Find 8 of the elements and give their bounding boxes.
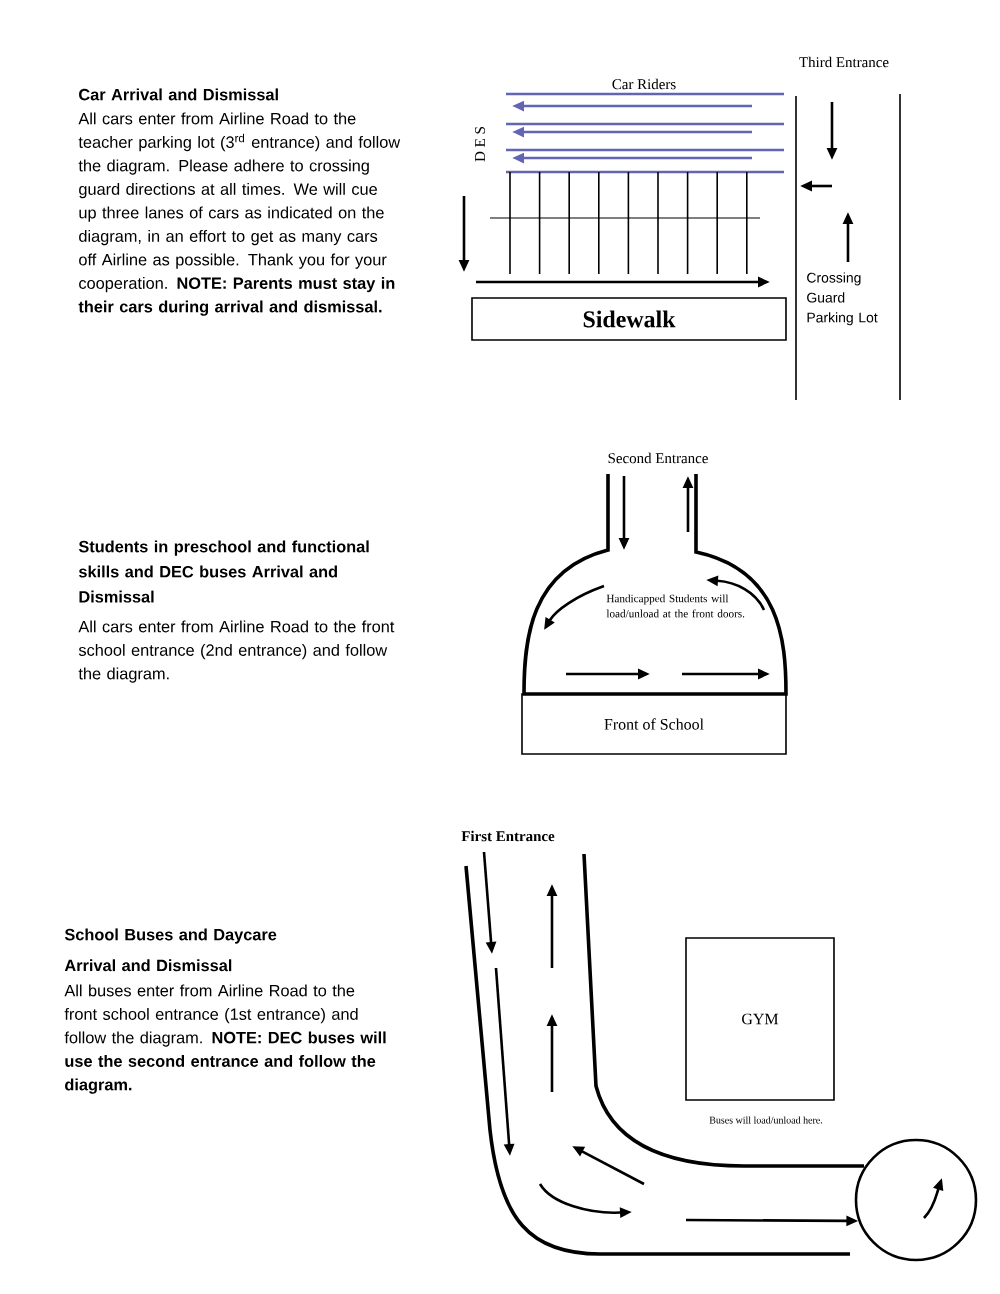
- heading: Car Arrival and Dismissal: [79, 88, 278, 101]
- turnaround-circle: [854, 1138, 978, 1262]
- heading: School Buses and Daycare Arrival and Dismissal: [64, 928, 277, 972]
- paragraph: All cars enter from Airline Road to the teacher parking lot (3$^{rd}$ entrance) and follow the diagram. Please adhere to crossing guard directions at all times. We will cue up three lanes of cars as indicated on the diagram, in an effort to get as many cars off Airline as possible. Thank you for your cooperation. NOTE: Parents must stay in their cars during arrival and dismissal.: [78, 112, 401, 316]
- sidewalk-box: Sidewalk: [471, 297, 787, 341]
- paragraph: All buses enter from Airline Road to the front school entrance (1st entrance) and follow the diagram. NOTE: DEC buses will use the second entrance and follow the diagram.: [64, 984, 386, 1094]
- heading: Students in preschool and functional skills and DEC buses Arrival and Dismissal: [78, 540, 369, 603]
- paragraph: All cars enter from Airline Road to the front school entrance (2nd entrance) and follow the diagram.: [78, 620, 395, 683]
